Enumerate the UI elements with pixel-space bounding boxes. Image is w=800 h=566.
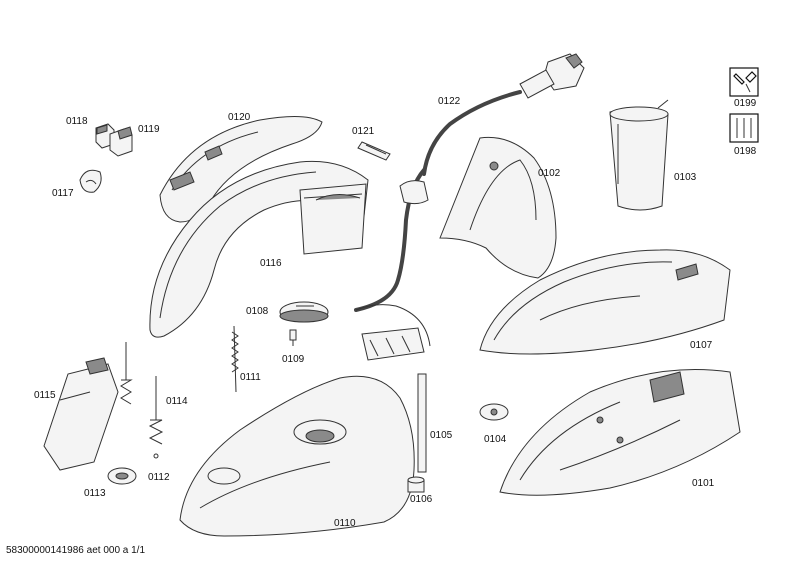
- part-0113-seal-ring: [107, 467, 137, 485]
- part-0104-washer: [479, 403, 509, 421]
- part-0101-soleplate: [499, 369, 741, 496]
- label-0116: 0116: [260, 258, 282, 269]
- label-0109: 0109: [282, 354, 305, 365]
- label-0120: 0120: [228, 112, 251, 123]
- label-0198: 0198: [734, 146, 757, 157]
- label-0117: 0117: [52, 188, 74, 199]
- label-0113: 0113: [84, 488, 106, 499]
- part-0106-sleeve: [407, 476, 425, 493]
- document-footer-code: 58300000141986 aet 000 a 1/1: [6, 545, 146, 556]
- part-0109-screw: [289, 329, 297, 346]
- part-0110-housing: [179, 375, 415, 537]
- part-0108-selector-disc: [279, 301, 329, 323]
- part-0115-pump: [43, 357, 119, 471]
- part-0120-handle-cover: [159, 115, 323, 223]
- label-0111: 0111: [240, 372, 261, 383]
- label-0108: 0108: [246, 306, 269, 317]
- part-0122-power-cord: [354, 53, 585, 361]
- label-0119: 0119: [138, 124, 160, 135]
- label-0114: 0114: [166, 396, 188, 407]
- label-0105: 0105: [430, 430, 453, 441]
- label-0122: 0122: [438, 96, 461, 107]
- label-0118: 0118: [66, 116, 88, 127]
- label-0110: 0110: [334, 518, 356, 529]
- label-0121: 0121: [352, 126, 375, 137]
- part-0107-base-frame: [479, 249, 731, 355]
- part-0121-clip: [357, 141, 391, 161]
- label-0199: 0199: [734, 98, 757, 109]
- label-0115: 0115: [34, 390, 56, 401]
- label-0107: 0107: [690, 340, 713, 351]
- wrench-screwdriver-icon: [729, 67, 759, 97]
- part-0111-rod: [231, 325, 239, 393]
- label-0103: 0103: [674, 172, 697, 183]
- label-0104: 0104: [484, 434, 507, 445]
- part-0117-knob: [79, 169, 102, 193]
- part-0116-handle-body: [149, 160, 369, 338]
- part-0114-valve: [120, 342, 133, 405]
- label-0101: 0101: [692, 478, 715, 489]
- label-0112: 0112: [148, 472, 170, 483]
- part-0112-valve: [148, 376, 164, 459]
- part-0105-tube: [417, 373, 427, 473]
- part-0118-0119-caps: [95, 123, 133, 157]
- tool-set-icon: [729, 113, 759, 143]
- label-0106: 0106: [410, 494, 433, 505]
- part-0102-rear-cover: [439, 136, 557, 279]
- part-0103-measuring-cup: [609, 99, 669, 211]
- label-0102: 0102: [538, 168, 561, 179]
